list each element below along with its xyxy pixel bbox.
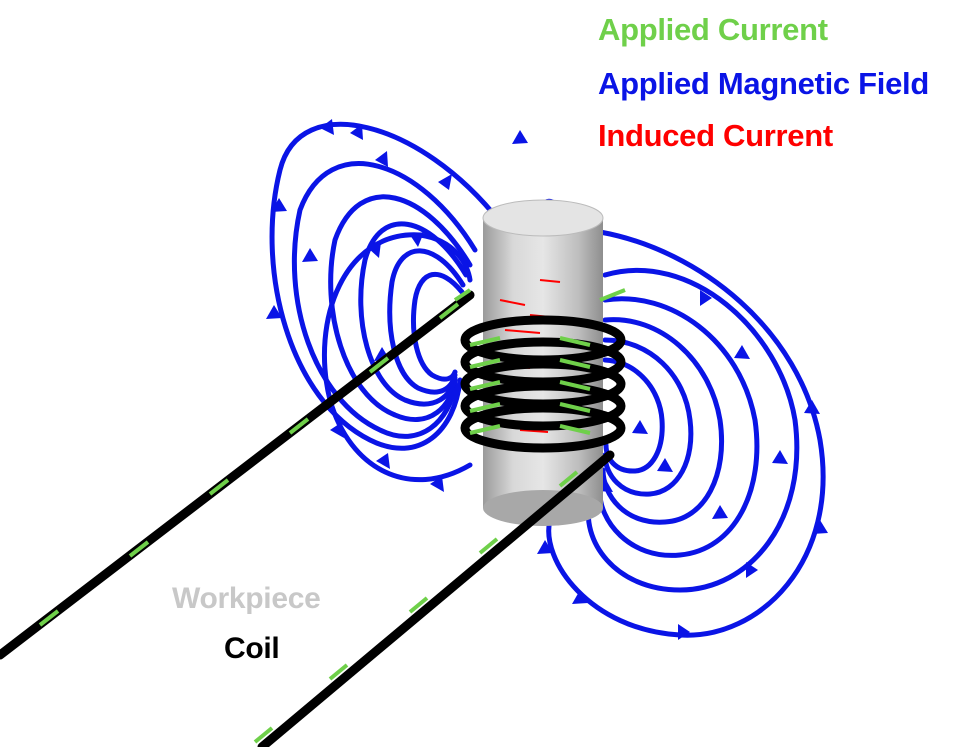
- current-arrow: [559, 380, 591, 391]
- coil-turns: [460, 315, 626, 453]
- field-arrow-icon: [678, 624, 690, 640]
- field-arrow-icon: [375, 151, 388, 167]
- current-arrow: [453, 288, 472, 302]
- current-arrow: [559, 358, 591, 369]
- current-arrow: [469, 336, 501, 347]
- applied-current-arrows: [38, 288, 626, 744]
- field-arrow-icon: [430, 476, 444, 492]
- workpiece-cylinder: [482, 199, 604, 526]
- current-arrow: [128, 540, 150, 558]
- current-arrow: [438, 302, 460, 320]
- field-arrow-icon: [302, 248, 318, 262]
- current-arrow: [469, 358, 501, 369]
- field-loop: [321, 232, 473, 483]
- field-arrow-icon: [746, 562, 758, 578]
- field-loop: [411, 272, 465, 382]
- current-arrow: [478, 537, 499, 555]
- field-loop: [602, 357, 665, 474]
- current-arrow: [208, 478, 230, 496]
- field-loop: [597, 296, 760, 558]
- field-loop: [269, 121, 503, 451]
- field-arrow-icon: [512, 130, 528, 144]
- field-arrow-icon: [320, 119, 334, 135]
- magnetic-field-lines-right: [517, 198, 826, 638]
- field-loop: [600, 317, 725, 525]
- current-arrow: [408, 596, 429, 614]
- field-arrow-icon: [410, 232, 424, 247]
- field-arrow-icon: [734, 345, 750, 359]
- current-arrow: [328, 663, 349, 681]
- field-arrow-icon: [368, 242, 381, 258]
- coil-leads: [0, 290, 615, 747]
- field-loop: [387, 248, 466, 395]
- field-arrow-icon: [537, 540, 553, 554]
- field-loop: [358, 221, 469, 407]
- field-arrow-icon: [772, 450, 788, 464]
- current-arrow: [559, 402, 591, 413]
- label-workpiece: Workpiece: [172, 582, 321, 615]
- induced-arrow: [519, 429, 549, 433]
- current-arrow: [288, 417, 310, 435]
- field-arrow-icon: [438, 174, 452, 190]
- field-arrow-icon: [712, 505, 728, 519]
- current-arrow: [599, 288, 626, 302]
- field-arrow-icon: [271, 198, 287, 212]
- field-arrow-icon: [812, 520, 828, 534]
- field-arrowheads: [266, 119, 828, 640]
- current-arrow: [368, 356, 390, 374]
- field-arrow-icon: [266, 305, 282, 319]
- current-arrow: [559, 336, 591, 347]
- current-arrow: [38, 609, 60, 627]
- field-loop: [585, 267, 800, 593]
- current-arrow: [469, 380, 501, 391]
- legend-applied-current: Applied Current: [598, 12, 828, 47]
- field-arrow-icon: [572, 590, 588, 604]
- field-arrow-icon: [632, 420, 648, 434]
- coil-turn: [460, 403, 626, 453]
- label-coil: Coil: [224, 632, 280, 665]
- current-arrow: [559, 424, 591, 435]
- induced-arrow: [539, 279, 561, 283]
- field-loop: [602, 337, 694, 497]
- workpiece-top: [482, 199, 604, 237]
- field-arrow-icon: [330, 422, 344, 438]
- field-arrow-icon: [804, 400, 820, 414]
- current-arrow: [469, 424, 501, 435]
- induced-arrow: [499, 299, 526, 306]
- induced-arrow: [504, 329, 541, 334]
- current-arrow: [469, 402, 501, 413]
- field-loop: [291, 161, 478, 439]
- coil-lead-upper: [0, 290, 475, 660]
- field-arrow-icon: [350, 124, 363, 140]
- field-arrow-icon: [657, 458, 673, 472]
- legend-induced-current: Induced Current: [598, 118, 833, 153]
- coil-lead-lower: [257, 450, 615, 747]
- current-arrow: [253, 726, 274, 744]
- field-arrow-icon: [376, 453, 390, 469]
- field-arrow-icon: [700, 290, 712, 306]
- legend-applied-magnetic-field: Applied Magnetic Field: [598, 66, 929, 101]
- current-arrow: [558, 470, 579, 488]
- coil-turn: [460, 381, 626, 431]
